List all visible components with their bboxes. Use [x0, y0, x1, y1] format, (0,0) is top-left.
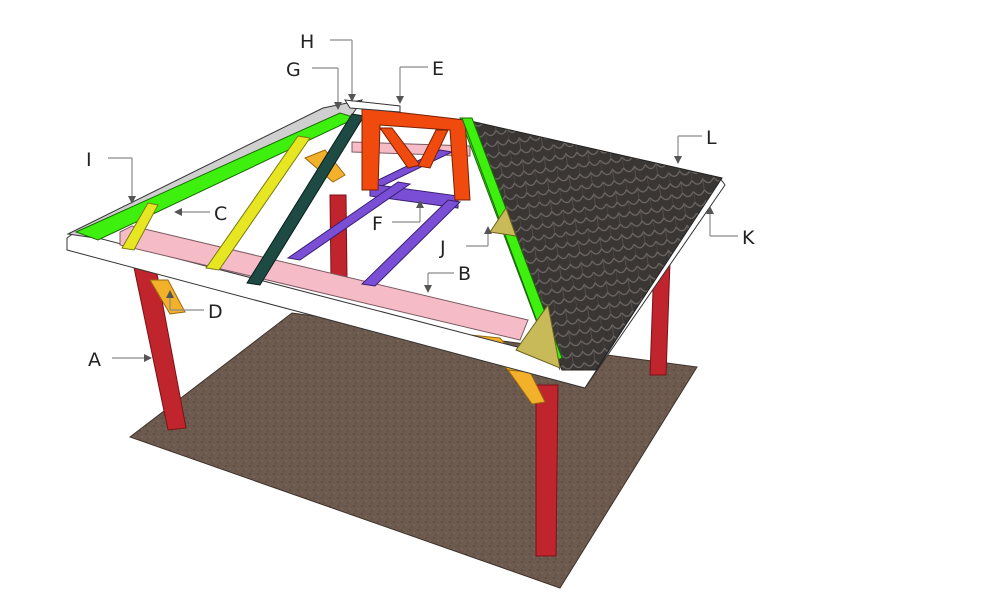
- callout-label-J: J: [439, 237, 446, 259]
- callout-label-C: C: [214, 203, 227, 225]
- callout-D: D: [166, 290, 223, 323]
- callout-label-K: K: [742, 227, 755, 249]
- callout-B: B: [424, 263, 471, 293]
- purple-rafter-long: [286, 181, 412, 261]
- callout-label-B: B: [458, 263, 471, 285]
- purple-rafter-front: [360, 199, 462, 287]
- callout-label-G: G: [286, 59, 301, 81]
- ridge-frame: [361, 107, 471, 201]
- callout-label-L: L: [706, 127, 717, 149]
- callout-label-D: D: [208, 301, 223, 323]
- ground-slab: [128, 312, 698, 589]
- callout-label-H: H: [300, 31, 314, 53]
- common-rafter-1: [121, 202, 159, 251]
- gusset-mid: [489, 206, 517, 237]
- ridge-brace-2: [417, 129, 449, 169]
- post-front-right: [535, 384, 559, 557]
- callout-G: G: [286, 59, 342, 110]
- callout-F: F: [372, 200, 424, 235]
- jack-rafter: [246, 113, 365, 286]
- common-rafter-2: [205, 135, 311, 271]
- callout-A: A: [88, 349, 152, 371]
- callout-I: I: [86, 149, 136, 204]
- callout-label-F: F: [372, 213, 383, 235]
- callout-J: J: [439, 226, 492, 259]
- callout-E: E: [396, 58, 444, 104]
- callout-label-I: I: [86, 149, 92, 171]
- callout-label-E: E: [432, 58, 444, 80]
- callout-label-A: A: [88, 349, 101, 371]
- callout-K: K: [706, 206, 755, 249]
- ridge-top: [344, 99, 401, 113]
- callout-L: L: [674, 127, 717, 164]
- gusset-corner: [515, 303, 561, 369]
- callout-C: C: [174, 203, 227, 225]
- hip-rafter-right-overlay: [461, 117, 563, 363]
- callout-H: H: [300, 31, 356, 102]
